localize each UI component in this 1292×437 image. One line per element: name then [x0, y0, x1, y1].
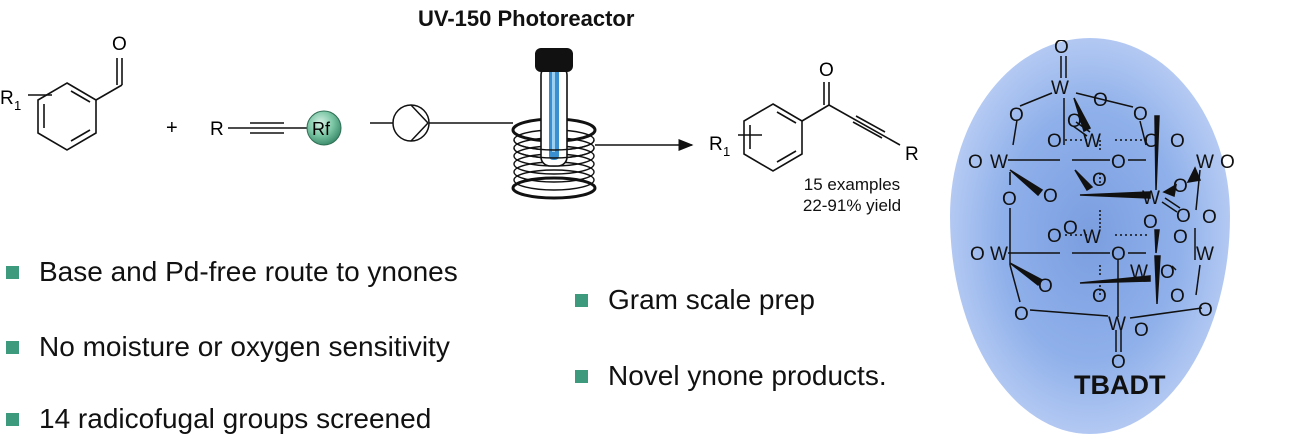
catalyst-label: TBADT [1074, 370, 1166, 400]
tbadt-atom-o: O [1009, 105, 1024, 126]
bullet-square-icon [6, 265, 19, 279]
tbadt-atom-o: O [1134, 320, 1149, 341]
tbadt-atom-o: O [1133, 104, 1148, 125]
tbadt-atom-o: O [1002, 189, 1017, 210]
tbadt-atom-o: O [1160, 262, 1175, 283]
tbadt-atom-o: O [1047, 131, 1062, 152]
product-benzene-ring [743, 103, 803, 172]
pump-icon [392, 104, 430, 142]
tbadt-atom-w: W [1130, 262, 1148, 283]
bullet-square-icon [6, 340, 19, 354]
tbadt-atom-w: W [1051, 78, 1069, 99]
photoreactor-title: UV-150 Photoreactor [418, 6, 635, 31]
product-oxygen: O [819, 60, 834, 81]
tbadt-atom-o: O [1038, 276, 1053, 297]
tbadt-atom-o: O [1014, 304, 1029, 325]
bullet-square-icon [575, 293, 588, 307]
tbadt-atom-o: O [1220, 152, 1235, 173]
tbadt-atom-o: O [970, 244, 985, 265]
product-r-label: R [709, 134, 723, 155]
tbadt-structure: O W O O O O O W O O O W O W O O O O O W … [968, 40, 1235, 370]
benzene-ring [37, 82, 97, 151]
tbadt-atom-o: O [1063, 218, 1078, 239]
product-structure [738, 82, 901, 172]
bullet-text: 14 radicofugal groups screened [39, 403, 432, 434]
bullet-item: Base and Pd-free route to ynones [6, 256, 458, 288]
tbadt-atom-o: O [1067, 111, 1082, 132]
catalyst-glow [950, 38, 1230, 434]
examples-count: 15 examples [803, 175, 901, 194]
tbadt-atom-w: W [990, 244, 1008, 265]
tbadt-atom-o: O [1170, 131, 1185, 152]
tbadt-atom-w: W [1108, 314, 1126, 335]
tbadt-atom-o: O [1047, 226, 1062, 247]
bullet-item: Gram scale prep [575, 284, 815, 316]
tbadt-atom-o: O [1170, 286, 1185, 307]
product-r-subscript: 1 [723, 144, 730, 159]
tbadt-atom-w: W [1142, 188, 1160, 209]
product-alkyne-r: R [905, 144, 919, 165]
bullet-text: Base and Pd-free route to ynones [39, 256, 458, 287]
bullet-text: No moisture or oxygen sensitivity [39, 331, 450, 362]
rf-sphere [306, 110, 342, 146]
bullet-square-icon [575, 369, 588, 383]
tbadt-atom-w: W [1083, 131, 1101, 152]
alkyne-triple-bond [228, 122, 312, 134]
bullet-text: Novel ynone products. [608, 360, 887, 391]
tbadt-atom-w: W [1196, 152, 1214, 173]
tbadt-atom-o: O [1176, 206, 1191, 227]
reaction-scheme: R 1 O + R Rf [0, 34, 919, 200]
aldehyde-structure [28, 58, 123, 151]
tbadt-atom-o: O [1198, 300, 1213, 321]
tbadt-atom-o: O [1173, 227, 1188, 248]
aldehyde-r-label: R [0, 88, 14, 109]
plus-sign: + [166, 117, 178, 139]
bullet-item: Novel ynone products. [575, 360, 887, 392]
tbadt-atom-o: O [1043, 186, 1058, 207]
tbadt-atom-o: O [1092, 170, 1107, 191]
tbadt-atom-w: W [990, 152, 1008, 173]
tbadt-atom-o: O [1173, 176, 1188, 197]
bullet-square-icon [6, 412, 19, 426]
tbadt-atom-o: O [1054, 40, 1069, 58]
tbadt-atom-w: W [1196, 244, 1214, 265]
bullet-item: 14 radicofugal groups screened [6, 403, 431, 435]
tbadt-atom-o: O [1093, 90, 1108, 111]
yield-range: 22-91% yield [802, 196, 902, 215]
tbadt-atom-o: O [968, 152, 983, 173]
alkyne-r-label: R [210, 119, 224, 140]
tbadt-atom-w: W [1083, 227, 1101, 248]
tbadt-atom-o: O [1143, 212, 1158, 233]
bullet-item: No moisture or oxygen sensitivity [6, 331, 450, 363]
tbadt-atom-o: O [1111, 152, 1126, 173]
tbadt-atom-o: O [1111, 352, 1126, 370]
reaction-conditions: 15 examples 22-91% yield [782, 174, 922, 216]
tbadt-atom-o: O [1111, 244, 1126, 265]
tbadt-atom-o: O [1202, 207, 1217, 228]
aldehyde-r-subscript: 1 [14, 98, 21, 113]
bullet-text: Gram scale prep [608, 284, 815, 315]
rf-label: Rf [312, 119, 331, 139]
aldehyde-oxygen: O [112, 34, 127, 55]
uv-lamp-icon [535, 48, 573, 167]
tbadt-atom-o: O [1144, 131, 1159, 152]
tbadt-atom-o: O [1092, 286, 1107, 307]
